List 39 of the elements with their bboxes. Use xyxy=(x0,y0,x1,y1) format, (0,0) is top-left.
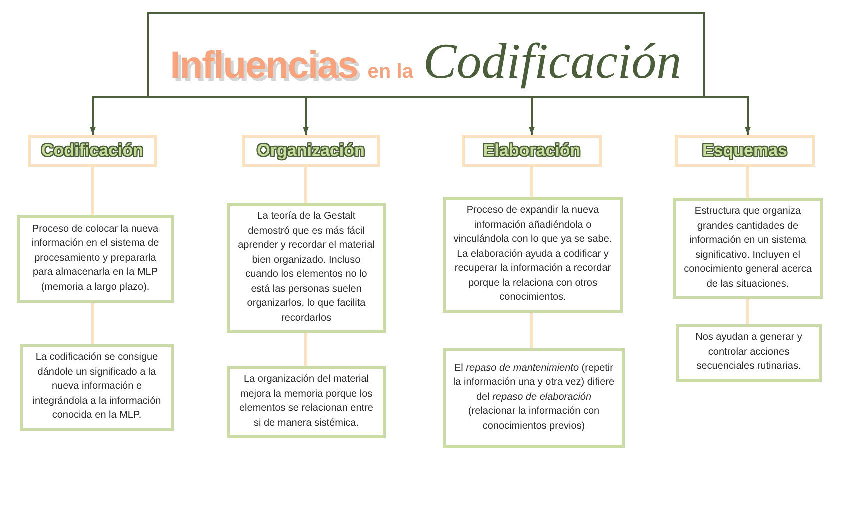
description-text: La organización del material mejora la memoria porque los elementos se relacionan entre si de manera sistémica. xyxy=(238,373,374,430)
connector-line xyxy=(530,167,534,197)
description-text: La teoría de la Gestalt demostró que es más fácil aprender y recordar el material bien organizado. Incluso cuando los elementos no lo está las personas suelen organizarlos, lo que facilita recordarlos xyxy=(237,210,376,326)
category-heading: Organización xyxy=(257,141,365,161)
arrow xyxy=(303,98,309,135)
description-box xyxy=(676,324,822,382)
arrow xyxy=(90,96,147,135)
connector-line xyxy=(746,167,750,198)
connector-line xyxy=(92,167,94,215)
description-box xyxy=(443,348,625,448)
description-text: La codificación se consigue dándole un significado a la nueva información e integrándola a la información conocida en la MLP. xyxy=(32,351,162,423)
description-text: Estructura que organiza grandes cantidades de información en un sistema significativo. Incluyen el conocimiento general acerca de las situaciones. xyxy=(683,205,813,292)
category-header-box xyxy=(462,135,602,167)
connector-line xyxy=(92,303,94,344)
connector-line xyxy=(746,299,750,324)
category-heading: Elaboración xyxy=(483,141,581,161)
arrow xyxy=(529,98,535,135)
description-box xyxy=(17,215,174,303)
category-heading: Esquemas xyxy=(702,141,788,161)
category-header-box xyxy=(675,135,815,167)
description-text: El repaso de mantenimiento (repetir la información una y otra vez) difiere del repaso de elaboración (relacionar la información con conocimientos previos) xyxy=(452,362,616,434)
category-header-box xyxy=(28,135,157,167)
category-heading: Codificación xyxy=(41,141,144,161)
description-text: Proceso de colocar la nueva información en el sistema de procesamiento y prepararla para almacenarla en la MLP (memoria a largo plazo). xyxy=(30,222,160,295)
arrow xyxy=(705,96,751,135)
description-box xyxy=(227,366,386,438)
description-text: Proceso de expandir la nueva información añadiéndola o vinculándola con lo que ya se sabe. La elaboración ayuda a codificar y recuperar la información a recordar porque la relaciona con otros conocimientos. xyxy=(452,204,614,305)
description-box xyxy=(20,344,174,430)
title-box xyxy=(147,12,705,98)
connector-line xyxy=(304,167,308,203)
connector-line xyxy=(530,312,534,348)
connector-line xyxy=(304,333,308,366)
description-box xyxy=(227,203,386,333)
description-box xyxy=(443,197,623,312)
description-text: Nos ayudan a generar y controlar acciones secuenciales rutinarias. xyxy=(694,331,804,374)
description-box xyxy=(673,198,823,299)
category-header-box xyxy=(242,135,380,167)
title-text: Influencias xyxy=(170,47,358,85)
title-text: en la xyxy=(368,62,414,82)
